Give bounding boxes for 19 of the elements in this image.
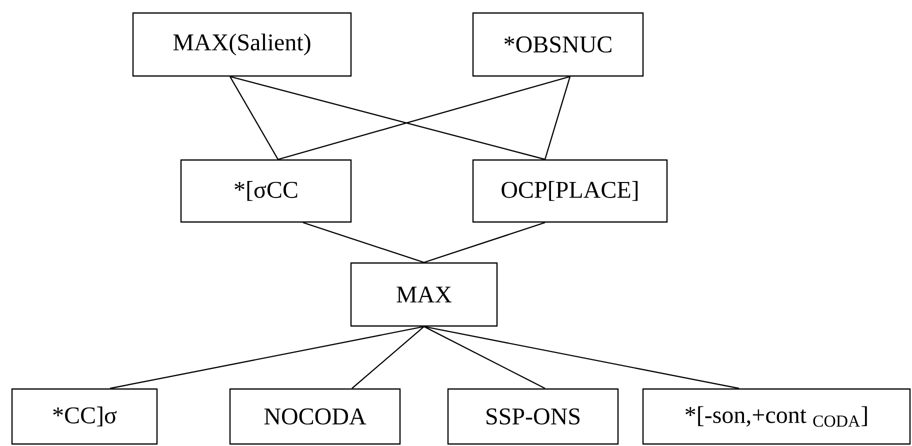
constraint-box: MAX <box>350 262 498 327</box>
connector-line <box>424 326 546 389</box>
constraint-box: NOCODA <box>229 388 401 445</box>
constraint-box: *[-son,+cont $_{CODA}$] <box>642 388 911 445</box>
connector-line <box>544 76 571 160</box>
connector-line <box>302 222 424 263</box>
connector-line <box>424 222 546 263</box>
connector-line <box>352 326 424 389</box>
constraint-box: MAX(Salient) <box>132 12 352 77</box>
connector-line <box>230 76 279 160</box>
constraint-box: SSP-ONS <box>447 388 619 445</box>
connector-line <box>424 326 740 389</box>
connector-line <box>278 76 570 160</box>
constraint-box: *CC]σ <box>11 388 158 445</box>
constraint-box: *[σCC <box>180 159 352 223</box>
constraint-box: OCP[PLACE] <box>472 159 668 223</box>
constraint-box: *OBSNUC <box>472 12 644 77</box>
connector-line <box>110 326 424 389</box>
connector-line <box>230 76 546 160</box>
